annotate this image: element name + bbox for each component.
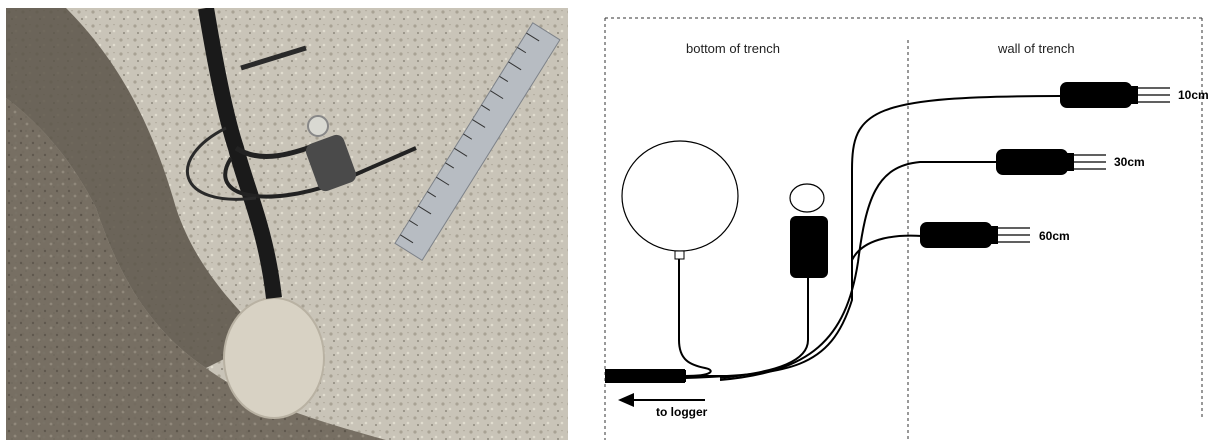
trench-photo bbox=[6, 8, 568, 440]
wall-sensor-10cm: 10cm bbox=[1060, 82, 1209, 108]
ec-probe-sensor bbox=[720, 184, 828, 378]
depth-label-60cm: 60cm bbox=[1039, 229, 1070, 243]
depth-label-30cm: 30cm bbox=[1114, 155, 1145, 169]
to-logger-label: to logger bbox=[656, 405, 708, 419]
wall-sensor-30cm: 30cm bbox=[996, 149, 1145, 175]
diagram-canvas: bottom of trench wall of trench bbox=[590, 0, 1230, 446]
depth-label-10cm: 10cm bbox=[1178, 88, 1209, 102]
trench-photo-image bbox=[6, 8, 568, 440]
balloon-sensor bbox=[622, 141, 738, 376]
wall-sensor-60cm: 60cm bbox=[920, 222, 1070, 248]
region-label-bottom: bottom of trench bbox=[686, 41, 780, 56]
region-label-wall: wall of trench bbox=[997, 41, 1075, 56]
to-logger-arrow: to logger bbox=[618, 393, 708, 419]
sensor-diagram: bottom of trench wall of trench bbox=[590, 0, 1230, 446]
cable-bundle bbox=[685, 96, 1060, 380]
